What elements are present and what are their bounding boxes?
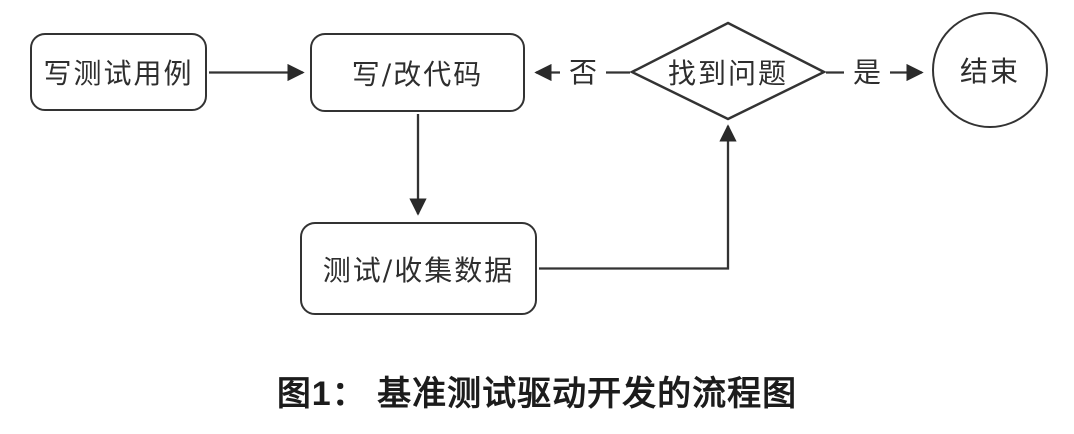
figure-caption: 图1： 基准测试驱动开发的流程图 <box>276 375 798 413</box>
node-write-test-cases: 写测试用例 <box>30 33 207 111</box>
decision-diamond-shape <box>629 21 827 121</box>
node-write-test-cases-label: 写测试用例 <box>43 57 194 90</box>
node-end: 结束 <box>932 12 1048 128</box>
node-write-modify-code-label: 写/改代码 <box>351 57 484 91</box>
edge-test-collect-to-decision <box>539 124 737 270</box>
node-test-collect-data: 测试/收集数据 <box>300 222 537 315</box>
node-write-modify-code: 写/改代码 <box>310 33 525 112</box>
node-end-label: 结束 <box>959 55 1020 88</box>
node-found-problem-label: 找到问题 <box>667 57 788 90</box>
node-found-problem: 找到问题 <box>632 42 824 102</box>
edge-label-no: 否 <box>559 59 607 87</box>
node-test-collect-data-label: 测试/收集数据 <box>322 253 515 287</box>
edge-label-yes: 是 <box>843 59 891 87</box>
